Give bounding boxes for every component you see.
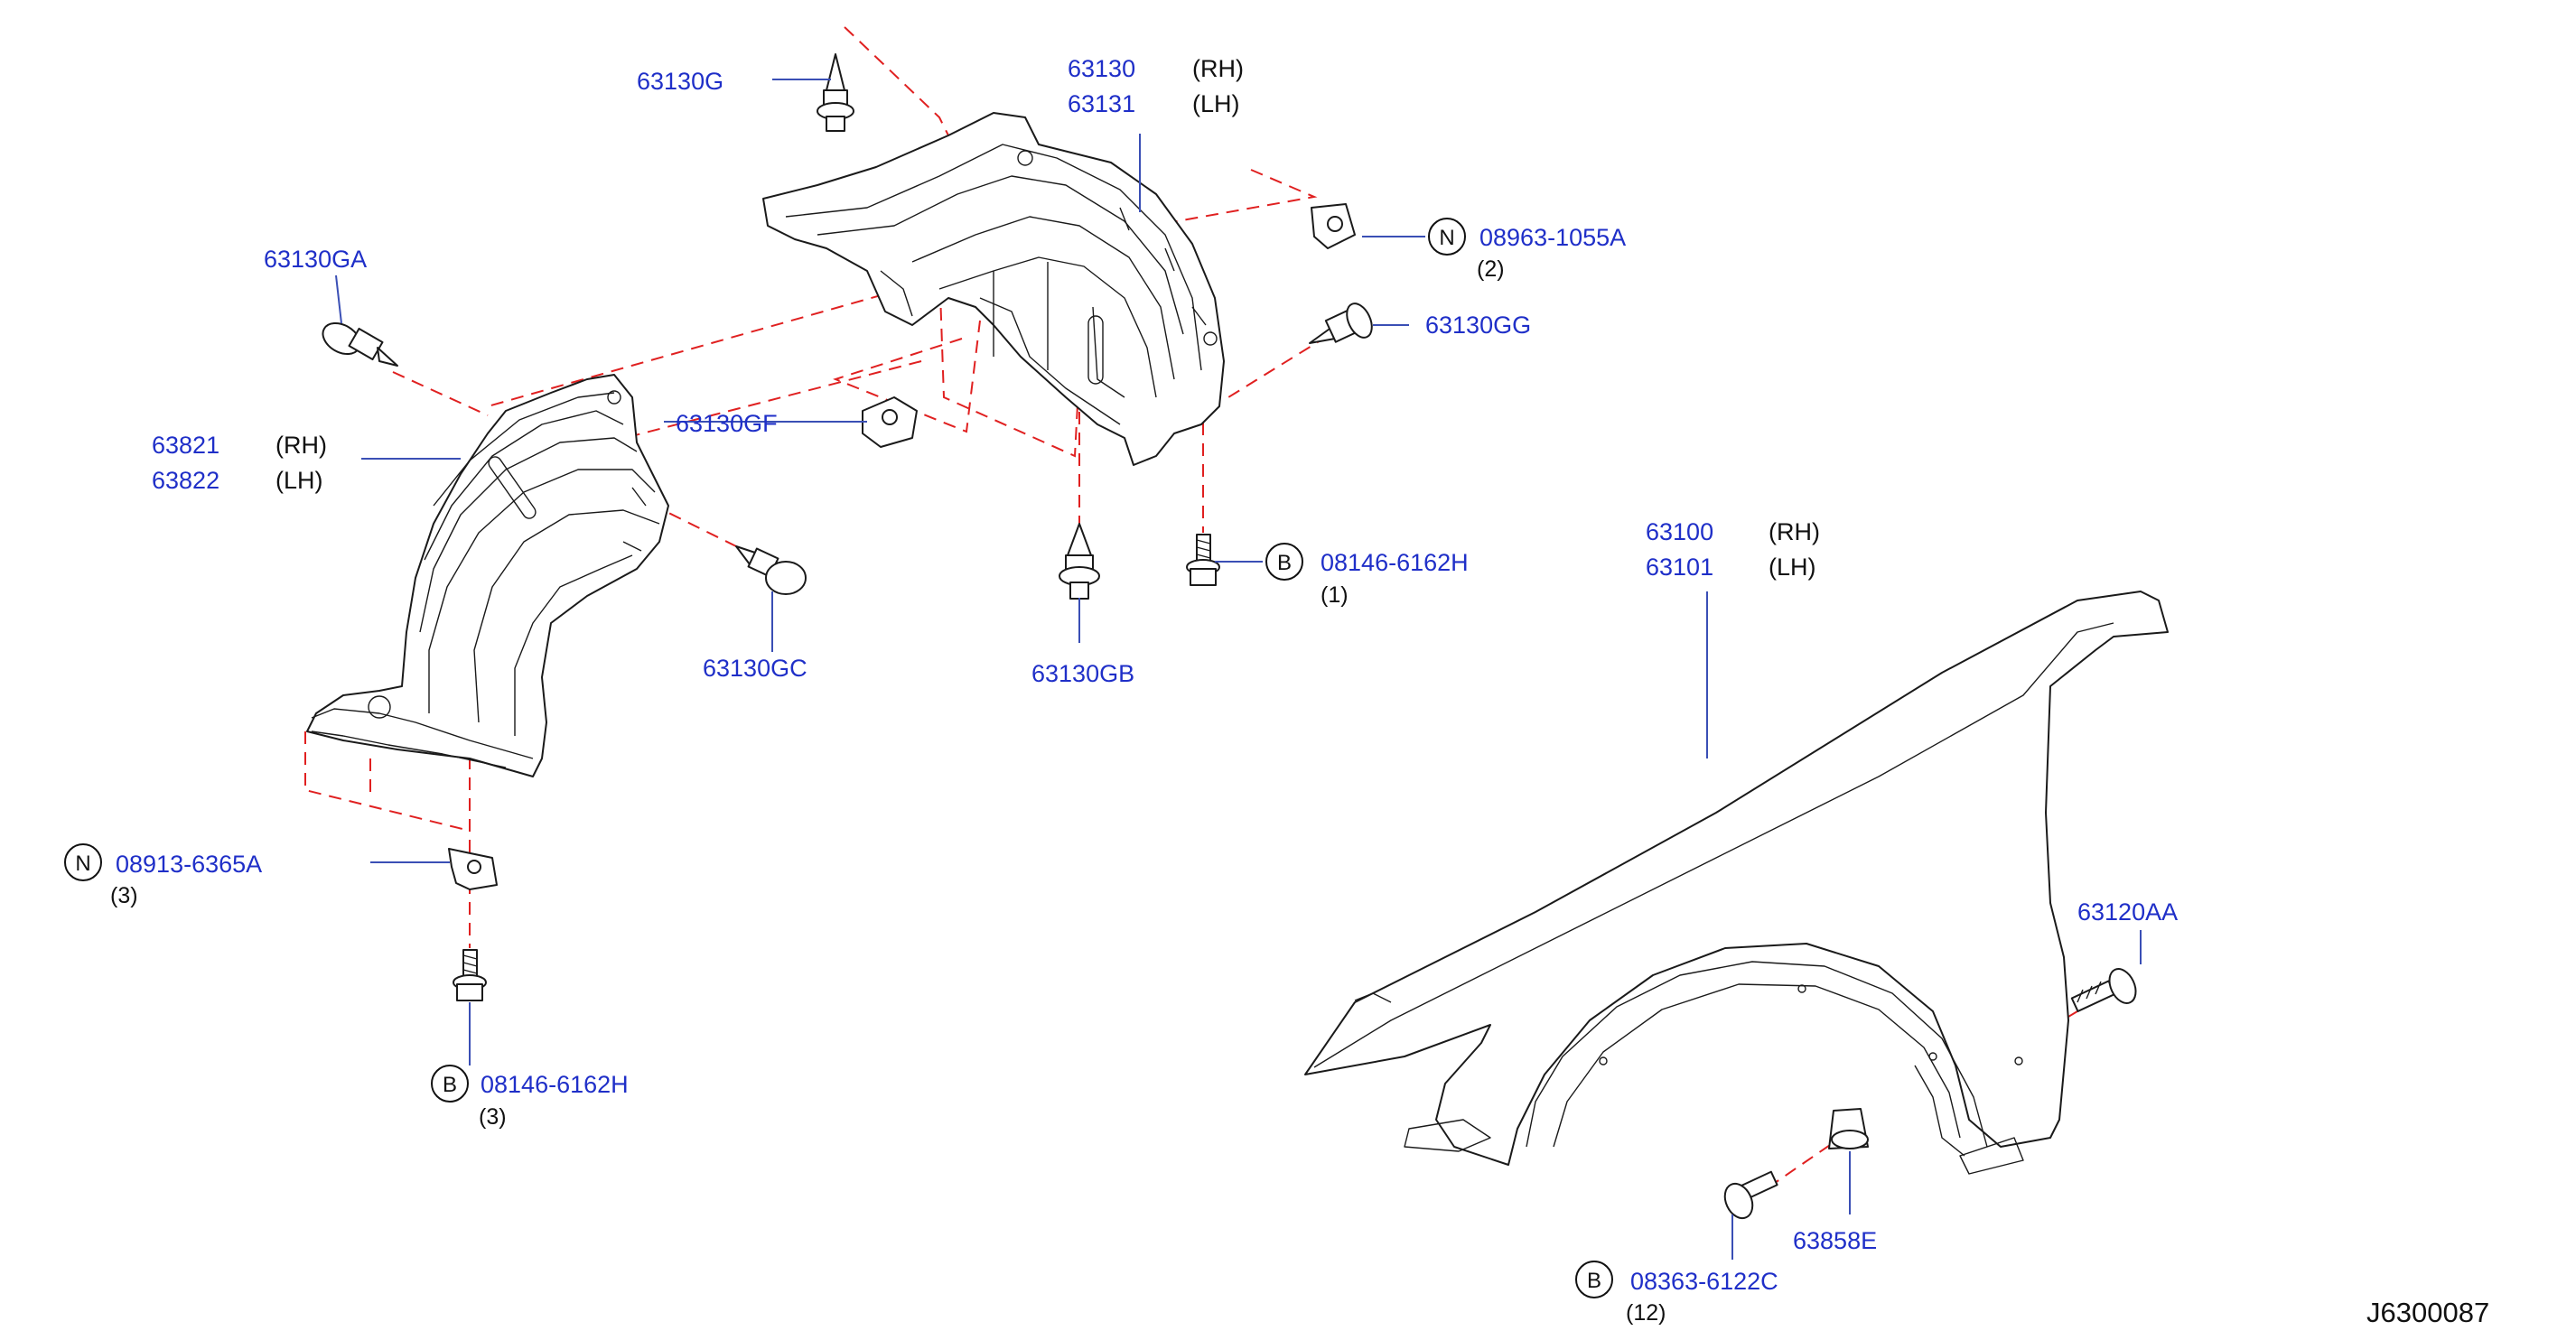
callout-63858e[interactable]: 63858E bbox=[1793, 1227, 1877, 1254]
callout-63101-side: (LH) bbox=[1769, 554, 1816, 581]
callout-63130gg[interactable]: 63130GG bbox=[1425, 312, 1531, 339]
callout-63130gb[interactable]: 63130GB bbox=[1031, 660, 1134, 687]
callout-08146-6162h-top[interactable]: 08146-6162H bbox=[1321, 549, 1469, 576]
callout-08363-qty: (12) bbox=[1626, 1300, 1666, 1326]
callout-08146-bottom-qty: (3) bbox=[479, 1104, 507, 1130]
front-fender-drawing[interactable] bbox=[1304, 591, 2169, 1175]
callout-63131-side: (LH) bbox=[1192, 90, 1240, 117]
bolt-08146-bottom-drawing[interactable] bbox=[453, 949, 487, 1001]
badge-n-08913: N bbox=[64, 843, 102, 881]
callout-63822[interactable]: 63822 bbox=[152, 467, 219, 494]
callout-63120aa[interactable]: 63120AA bbox=[2077, 898, 2178, 926]
callout-08146-6162h-bottom[interactable]: 08146-6162H bbox=[481, 1071, 629, 1098]
nut-08913-drawing[interactable] bbox=[448, 848, 498, 890]
callout-63100-side: (RH) bbox=[1769, 518, 1820, 545]
badge-letter: B bbox=[1587, 1269, 1601, 1293]
callout-63822-side: (LH) bbox=[275, 467, 323, 494]
clip-63130gg-drawing[interactable] bbox=[1309, 300, 1377, 344]
clip-63130g-drawing[interactable] bbox=[817, 53, 854, 132]
callout-63130g[interactable]: 63130G bbox=[637, 68, 723, 95]
callout-63100[interactable]: 63100 bbox=[1646, 518, 1713, 545]
leader-lines bbox=[335, 79, 2142, 1260]
badge-b-08363: B bbox=[1575, 1261, 1613, 1298]
fender-protector-front-drawing[interactable] bbox=[306, 374, 669, 777]
badge-letter: N bbox=[1439, 226, 1454, 250]
badge-letter: B bbox=[1277, 551, 1292, 575]
callout-08913-6365a[interactable]: 08913-6365A bbox=[116, 851, 262, 878]
badge-letter: N bbox=[75, 851, 90, 876]
callout-08363-6122c[interactable]: 08363-6122C bbox=[1630, 1268, 1778, 1295]
badge-b-08146-top: B bbox=[1265, 543, 1303, 581]
callout-63130ga[interactable]: 63130GA bbox=[264, 246, 367, 273]
callout-63130-side: (RH) bbox=[1192, 55, 1244, 82]
callout-08963-1055a[interactable]: 08963-1055A bbox=[1479, 224, 1626, 251]
bolt-08363-drawing[interactable] bbox=[1720, 1170, 1778, 1223]
badge-letter: B bbox=[443, 1073, 457, 1097]
clip-63130gc-drawing[interactable] bbox=[735, 545, 807, 595]
diagram-code: J6300087 bbox=[2366, 1297, 2489, 1328]
callout-63821-side: (RH) bbox=[275, 432, 327, 459]
nut-08963-drawing[interactable] bbox=[1311, 203, 1356, 249]
callout-63130gf[interactable]: 63130GF bbox=[676, 410, 778, 437]
badge-n-08963: N bbox=[1428, 218, 1466, 256]
callout-08963-qty: (2) bbox=[1477, 256, 1505, 282]
bolt-63120aa-drawing[interactable] bbox=[2070, 964, 2141, 1012]
assembly-lines bbox=[304, 26, 2078, 1184]
badge-b-08146-bottom: B bbox=[431, 1065, 469, 1103]
callout-08913-qty: (3) bbox=[110, 883, 138, 908]
callout-08146-top-qty: (1) bbox=[1321, 582, 1349, 608]
clip-63858e-drawing[interactable] bbox=[1828, 1108, 1869, 1149]
callout-63130gc[interactable]: 63130GC bbox=[703, 655, 807, 682]
nut-63130gf-drawing[interactable] bbox=[862, 396, 918, 448]
callout-63131[interactable]: 63131 bbox=[1068, 90, 1135, 117]
fender-protector-rear-drawing[interactable] bbox=[762, 112, 1225, 466]
callout-63101[interactable]: 63101 bbox=[1646, 554, 1713, 581]
callout-63130[interactable]: 63130 bbox=[1068, 55, 1135, 82]
clip-63130gb-drawing[interactable] bbox=[1059, 523, 1100, 600]
callout-63821[interactable]: 63821 bbox=[152, 432, 219, 459]
bolt-08146-top-drawing[interactable] bbox=[1186, 534, 1220, 586]
clip-63130ga-drawing[interactable] bbox=[317, 317, 398, 367]
